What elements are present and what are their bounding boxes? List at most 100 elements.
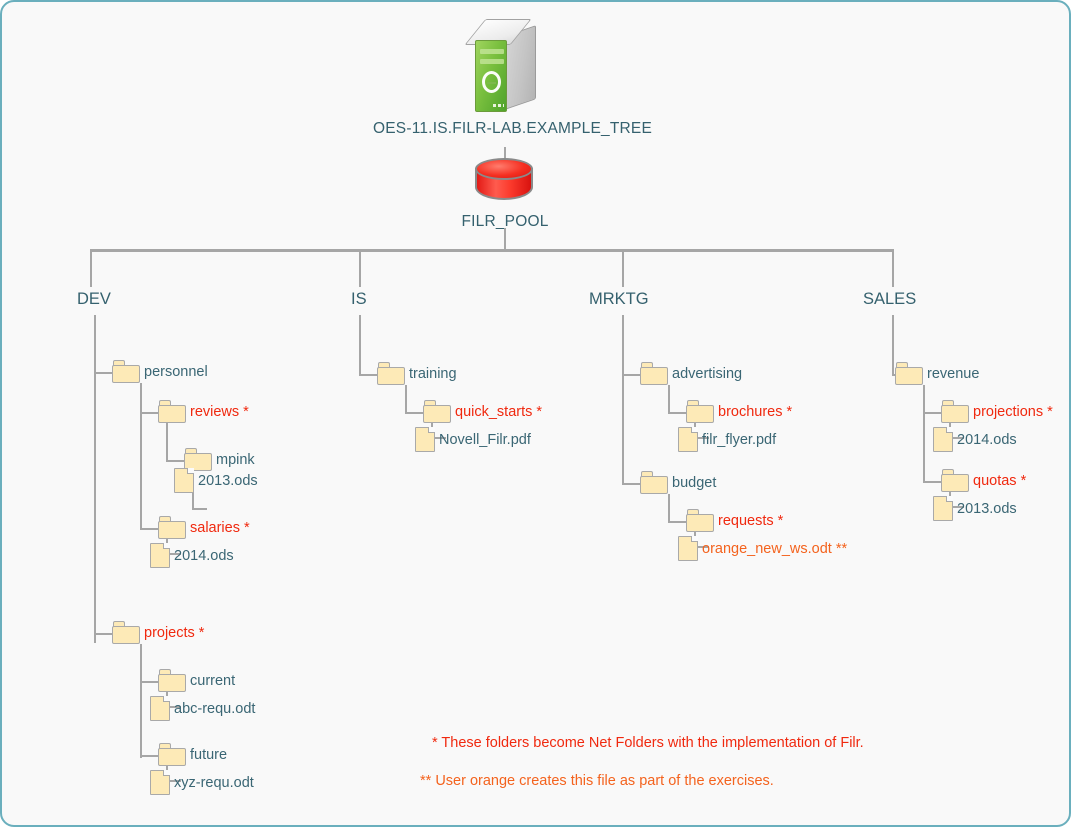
server-tower-icon [464, 18, 538, 114]
node-label: future [190, 746, 228, 763]
folder-icon [158, 400, 186, 423]
node-label: salaries * [190, 519, 250, 536]
folder-icon [895, 362, 923, 385]
tree-node-2014-ods-sales[interactable]: 2014.ods [933, 427, 1017, 452]
advertising-elbow-brochures [668, 412, 686, 414]
tree-node-projects[interactable]: projects * [112, 621, 204, 644]
server-vent-bar [480, 49, 504, 54]
requests-elbow-orange [694, 546, 709, 548]
file-icon [933, 496, 953, 521]
file-icon [150, 543, 170, 568]
node-label: projections * [973, 403, 1053, 420]
folder-icon [377, 362, 405, 385]
tree-node-mpink[interactable]: mpink [184, 448, 255, 471]
tree-node-2013-ods-sales[interactable]: 2013.ods [933, 496, 1017, 521]
tree-node-projections[interactable]: projections * [941, 400, 1053, 423]
revenue-elbow-projections [923, 412, 941, 414]
tree-node-revenue[interactable]: revenue [895, 362, 979, 385]
pool-label: FILR_POOL [461, 213, 549, 230]
tree-node-orange-new-ws-odt[interactable]: orange_new_ws.odt ** [678, 536, 847, 561]
advertising-spine [668, 385, 670, 414]
folder-icon [112, 621, 140, 644]
tree-node-training[interactable]: training [377, 362, 457, 385]
folder-icon [941, 400, 969, 423]
node-label: mpink [216, 451, 255, 468]
node-label: budget [672, 474, 717, 491]
connector-pool-to-bus [504, 228, 506, 250]
connector-bus-to-mrktg [622, 249, 624, 287]
volume-bus-line [90, 249, 894, 252]
tree-node-requests[interactable]: requests * [686, 509, 783, 532]
file-icon [415, 427, 435, 452]
file-icon [174, 468, 194, 493]
tree-node-quick-starts[interactable]: quick_starts * [423, 400, 542, 423]
tree-node-filr-flyer-pdf[interactable]: filr_flyer.pdf [678, 427, 776, 452]
tree-node-salaries[interactable]: salaries * [158, 516, 250, 539]
training-elbow-quickstarts [405, 412, 423, 414]
tree-node-quotas[interactable]: quotas * [941, 469, 1026, 492]
tree-node-novell-filr-pdf[interactable]: Novell_Filr.pdf [415, 427, 531, 452]
tree-node-abc-requ-odt[interactable]: abc-requ.odt [150, 696, 255, 721]
training-spine [405, 385, 407, 414]
connector-bus-to-is [359, 249, 361, 287]
node-label: filr_flyer.pdf [702, 431, 777, 448]
tree-node-personnel[interactable]: personnel [112, 360, 208, 383]
revenue-elbow-quotas [923, 481, 941, 483]
node-label: current [190, 672, 236, 689]
sales-spine [892, 315, 894, 375]
file-icon [150, 696, 170, 721]
mrktg-elbow-advertising [622, 374, 640, 376]
disk-pool-icon [473, 157, 537, 209]
folder-icon [686, 400, 714, 423]
file-icon [150, 770, 170, 795]
is-elbow-training [359, 374, 377, 376]
projects-elbow-future [140, 755, 158, 757]
node-label: quick_starts * [455, 403, 543, 420]
node-label: quotas * [973, 472, 1027, 489]
dev-elbow-projects [94, 633, 112, 635]
projections-elbow-2014 [949, 437, 964, 439]
server-led-indicators [493, 104, 504, 107]
dev-spine [94, 315, 96, 643]
legend-orange-user: ** User orange creates this file as part… [420, 773, 774, 789]
volume-label-mrktg: MRKTG [589, 290, 649, 308]
tree-node-advertising[interactable]: advertising [640, 362, 742, 385]
tree-node-future[interactable]: future [158, 743, 227, 766]
root-server-node: OES-11.IS.FILR-LAB.EXAMPLE_TREE [373, 18, 652, 138]
is-spine [359, 315, 361, 375]
node-label: orange_new_ws.odt ** [702, 540, 848, 557]
legend-net-folders: * These folders become Net Folders with … [432, 735, 864, 751]
volume-label-sales: SALES [863, 290, 917, 308]
quotas-elbow-2013 [949, 506, 964, 508]
node-label: 2013.ods [957, 500, 1017, 517]
tree-node-2013-ods-dev[interactable]: 2013.ods [174, 468, 258, 493]
revenue-spine [923, 385, 925, 483]
node-label: reviews * [190, 403, 249, 420]
brochures-elbow-flyer [694, 437, 709, 439]
server-front-panel [475, 40, 507, 112]
tree-node-brochures[interactable]: brochures * [686, 400, 792, 423]
tree-node-xyz-requ-odt[interactable]: xyz-requ.odt [150, 770, 254, 795]
file-icon [678, 536, 698, 561]
mpink-elbow-2013 [192, 508, 207, 510]
tree-node-reviews[interactable]: reviews * [158, 400, 249, 423]
tree-node-2014-ods-dev[interactable]: 2014.ods [150, 543, 234, 568]
node-label: requests * [718, 512, 784, 529]
folder-icon [423, 400, 451, 423]
tree-node-budget[interactable]: budget [640, 471, 716, 494]
quickstarts-elbow-novell [431, 437, 446, 439]
tree-node-current[interactable]: current [158, 669, 235, 692]
connector-bus-to-dev [90, 249, 92, 287]
folder-icon [640, 362, 668, 385]
node-label: 2013.ods [198, 472, 258, 489]
budget-elbow-requests [668, 521, 686, 523]
node-label: advertising [672, 365, 743, 382]
folder-icon [158, 669, 186, 692]
personnel-elbow-reviews [140, 412, 158, 414]
folder-icon [640, 471, 668, 494]
server-label: OES-11.IS.FILR-LAB.EXAMPLE_TREE [373, 120, 652, 137]
folder-icon [158, 516, 186, 539]
volume-label-dev: DEV [77, 290, 111, 308]
personnel-spine [140, 383, 142, 530]
